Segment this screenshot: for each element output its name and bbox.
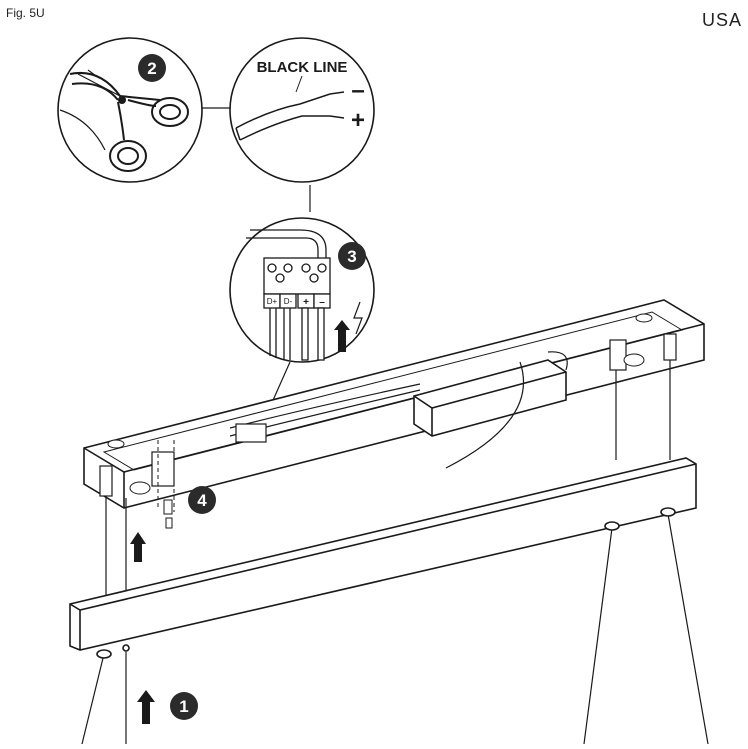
step-badge-3: [338, 242, 366, 270]
step-number-2: 2: [147, 59, 156, 78]
black-line-label: BLACK LINE: [257, 59, 348, 76]
terminal-label-dminus: D-: [284, 297, 293, 306]
scissors-callout: 2: [57, 37, 203, 183]
region-label: USA: [701, 10, 742, 30]
wire-callout: BLACK LINE – +: [229, 37, 375, 183]
terminal-callout: D+ D- + – 3: [229, 217, 375, 363]
ceiling-canopy: [83, 299, 705, 529]
step-badge-4: [188, 486, 216, 514]
scissors-icon: [69, 69, 189, 172]
terminal-label-dplus: D+: [267, 297, 278, 306]
cable-drawing: [235, 91, 345, 141]
step-number-4: 4: [197, 491, 207, 510]
step-number-3: 3: [347, 247, 356, 266]
lightning-icon: [353, 301, 363, 335]
luminaire-body: [69, 457, 697, 659]
figure-label: Fig. 5U: [6, 6, 45, 20]
plus-label: +: [351, 107, 365, 134]
step-number-1: 1: [179, 697, 188, 716]
suspension-cables: [81, 360, 709, 745]
step-badge-1: [170, 692, 198, 720]
terminal-label-plus: +: [303, 297, 309, 308]
arrow-up-icon: [334, 320, 350, 352]
step-badge-2: [138, 54, 166, 82]
arrow-up-icon-step4: [130, 532, 146, 562]
terminal-label-minus: –: [319, 297, 325, 308]
dashed-guides: [157, 440, 175, 512]
terminal-block: [263, 257, 331, 309]
terminal-wires: [269, 307, 325, 361]
arrow-up-icon-step1: [137, 690, 155, 724]
minus-label: –: [351, 77, 364, 104]
